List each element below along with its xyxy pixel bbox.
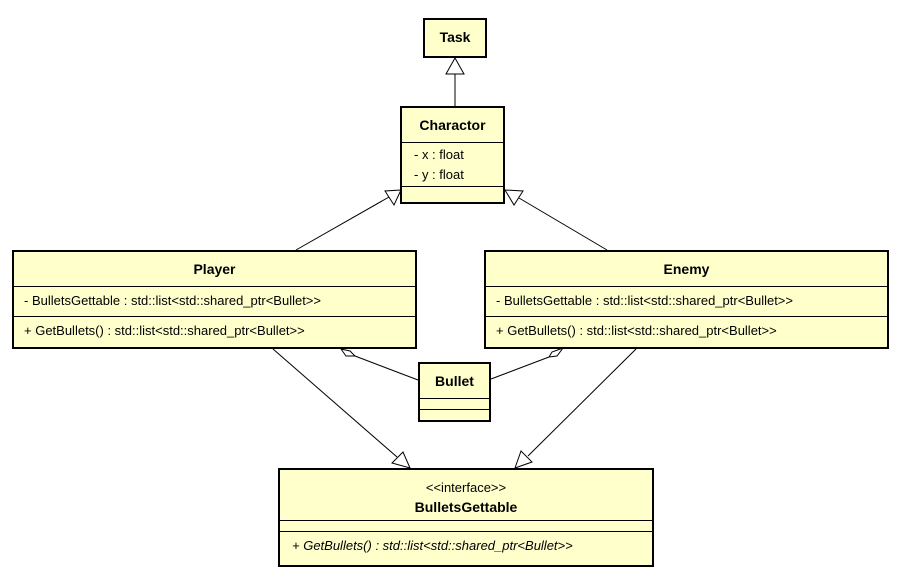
bullet-attributes — [420, 398, 489, 409]
player-operation-getbullets: + GetBullets() : std::list<std::shared_p… — [24, 323, 305, 338]
attribute-x: - x : float — [414, 147, 464, 162]
class-bullet[interactable]: Bullet — [418, 362, 491, 422]
class-charactor[interactable]: Charactor - x : float - y : float — [400, 106, 505, 204]
class-player-name: Player — [193, 261, 236, 277]
enemy-operations: + GetBullets() : std::list<std::shared_p… — [486, 316, 887, 346]
class-player[interactable]: Player - BulletsGettable : std::list<std… — [12, 250, 417, 349]
aggregation-enemy-bullet — [490, 346, 565, 380]
generalization-enemy-charactor — [504, 189, 608, 251]
interface-operation-getbullets: + GetBullets() : std::list<std::shared_p… — [292, 538, 573, 553]
interface-stereotype: <<interface>> — [425, 480, 507, 495]
enemy-attribute-bulletsgettable: - BulletsGettable : std::list<std::share… — [496, 293, 793, 308]
player-attributes: - BulletsGettable : std::list<std::share… — [14, 286, 415, 316]
class-charactor-name: Charactor — [419, 117, 486, 133]
realization-enemy-bulletsgettable — [514, 348, 637, 469]
generalization-player-charactor — [295, 189, 402, 251]
interface-bulletsgettable[interactable]: <<interface>> BulletsGettable + GetBulle… — [278, 468, 654, 567]
aggregation-player-bullet — [339, 348, 419, 381]
interface-name: BulletsGettable — [414, 499, 518, 515]
interface-attributes — [280, 520, 652, 531]
charactor-attributes: - x : float - y : float — [402, 142, 503, 186]
class-bullet-name: Bullet — [435, 373, 474, 389]
generalization-charactor-task — [445, 56, 465, 106]
enemy-attributes: - BulletsGettable : std::list<std::share… — [486, 286, 887, 316]
class-enemy-name: Enemy — [663, 261, 710, 277]
interface-operations: + GetBullets() : std::list<std::shared_p… — [280, 531, 652, 563]
enemy-operation-getbullets: + GetBullets() : std::list<std::shared_p… — [496, 323, 777, 338]
class-task-name: Task — [439, 29, 471, 45]
player-operations: + GetBullets() : std::list<std::shared_p… — [14, 316, 415, 346]
class-enemy[interactable]: Enemy - BulletsGettable : std::list<std:… — [484, 250, 889, 349]
player-attribute-bulletsgettable: - BulletsGettable : std::list<std::share… — [24, 293, 321, 308]
class-task[interactable]: Task — [423, 18, 487, 58]
realization-player-bulletsgettable — [272, 348, 411, 469]
attribute-y: - y : float — [414, 167, 464, 182]
charactor-operations — [402, 186, 503, 200]
bullet-operations — [420, 409, 489, 419]
